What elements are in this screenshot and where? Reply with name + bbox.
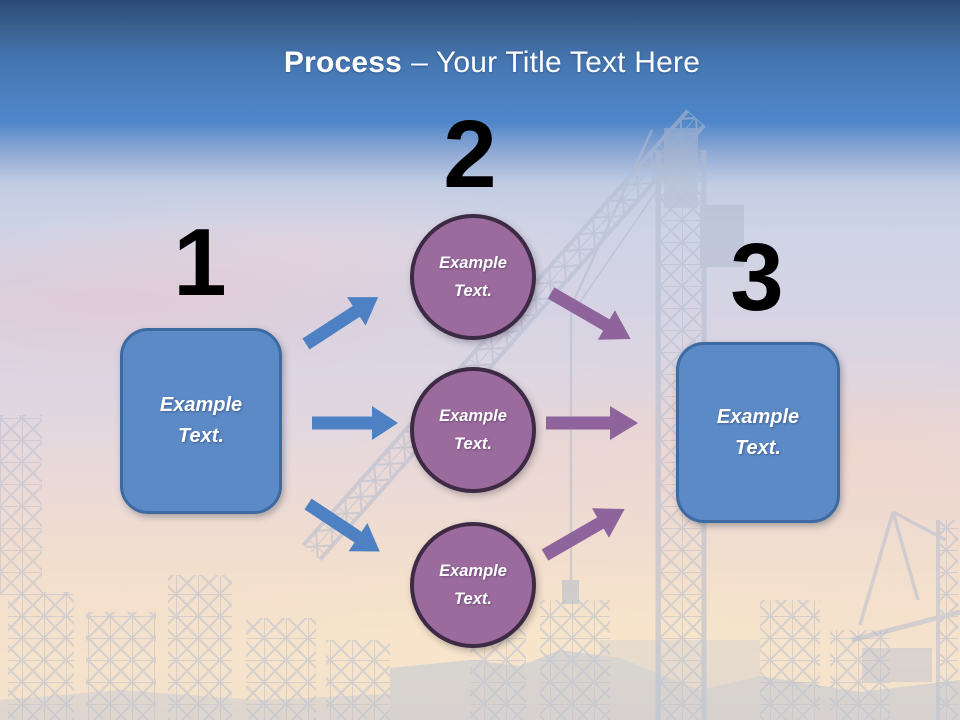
step-number-2: 2	[443, 101, 497, 208]
foreground-silhouette	[0, 640, 960, 720]
step-number-3: 3	[730, 224, 784, 331]
box-step1-label: Example Text.	[159, 394, 243, 447]
process-box-step1: Example Text.	[120, 328, 282, 514]
slide-title: Process– Your Title Text Here	[0, 46, 960, 80]
box-step3-label: Example Text.	[716, 405, 800, 459]
process-circle-middle: Example Text.	[410, 367, 536, 493]
title-subtitle: – Your Title Text Here	[411, 46, 701, 79]
process-box-step3: Example Text.	[676, 342, 840, 523]
title-keyword: Process	[283, 46, 403, 79]
circle-top-label: Example Text.	[439, 253, 507, 300]
process-circle-bottom: Example Text.	[410, 522, 536, 648]
process-circle-top: Example Text.	[410, 214, 536, 340]
step-number-1: 1	[173, 209, 227, 316]
circle-bottom-label: Example Text.	[439, 561, 507, 608]
circle-middle-label: Example Text.	[439, 406, 507, 453]
